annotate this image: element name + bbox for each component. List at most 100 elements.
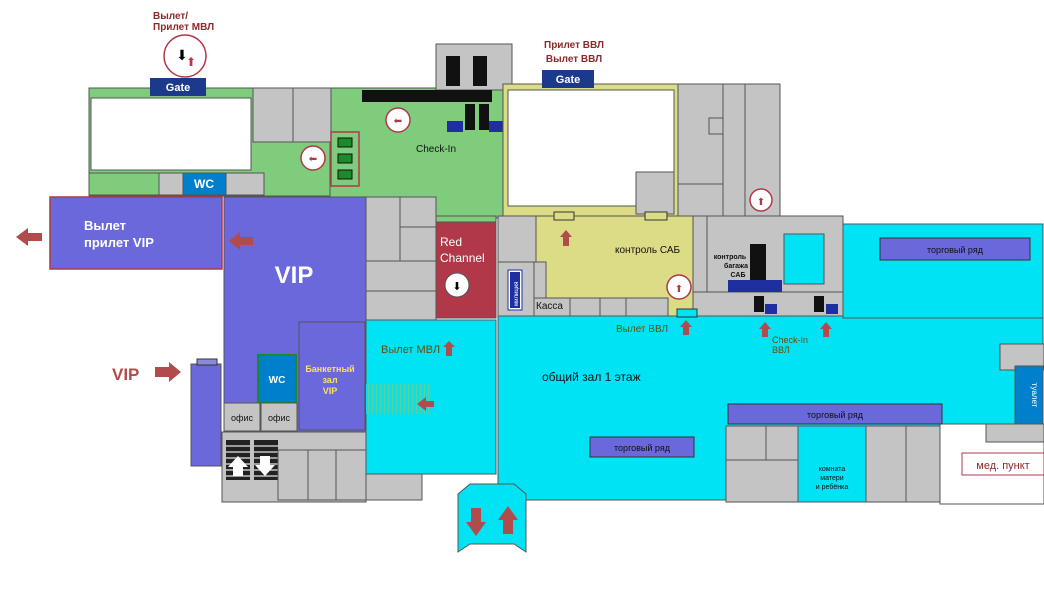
- label-baggage-3: САБ: [731, 272, 746, 279]
- gray-blocks-center: [365, 196, 497, 322]
- stairs-area: [221, 431, 423, 503]
- gate-right-label: Gate: [556, 74, 580, 86]
- svg-text:Вылет/: Вылет/: [153, 11, 188, 22]
- label-security-control: контроль САБ: [615, 245, 681, 256]
- label-kassa: Касса: [536, 301, 563, 312]
- wc-top[interactable]: WC: [182, 172, 227, 196]
- svg-text:Channel: Channel: [440, 251, 485, 265]
- svg-text:прилет VIP: прилет VIP: [84, 235, 154, 250]
- circle-icon-upper-right: ⬆: [749, 188, 773, 212]
- label-office-1: офис: [231, 413, 253, 423]
- svg-text:Прилет МВЛ: Прилет МВЛ: [153, 22, 214, 33]
- arrow-up-icon: [228, 456, 248, 476]
- label-domestic-1: Прилет ВВЛ: [544, 40, 604, 51]
- main-hall: [365, 223, 1044, 553]
- svg-text:зал: зал: [322, 375, 337, 385]
- label-domestic-2: Вылет ВВЛ: [546, 54, 602, 65]
- label-banquet-3: VIP: [323, 386, 338, 396]
- svg-text:контроль: контроль: [714, 254, 747, 261]
- label-vip-entrance: VIP: [112, 365, 139, 384]
- circle-icon-red-channel: ⬇: [444, 272, 470, 298]
- label-vip-depart-1: Вылет: [84, 218, 126, 233]
- label-mother-child-3: и ребёнка: [816, 483, 849, 491]
- svg-text:Вылет: Вылет: [84, 218, 126, 233]
- label-wc-vip: WC: [269, 375, 286, 386]
- green-zone: [88, 43, 513, 219]
- label-check-in-domestic-1: Check-In: [772, 335, 808, 345]
- label-vip-hall: VIP: [275, 262, 314, 289]
- label-intl-departure: Вылет МВЛ: [381, 344, 440, 356]
- label-baggage-2: багажа: [724, 262, 748, 270]
- svg-text:VIP: VIP: [323, 386, 338, 396]
- red-arrows: [16, 228, 832, 536]
- label-intl-depart-2: Прилет МВЛ: [153, 22, 214, 33]
- arrow-up-icon: [820, 322, 832, 337]
- security-zone: [497, 211, 844, 318]
- label-domestic-departure: Вылет ВВЛ: [616, 324, 668, 335]
- svg-text:Red: Red: [440, 235, 462, 249]
- label-shop-row-2: торговый ряд: [807, 410, 864, 420]
- map-labels: Вылет/ Прилет МВЛ Прилет ВВЛ Вылет ВВЛ C…: [84, 11, 1039, 491]
- svg-text:⬅: ⬅: [394, 116, 402, 127]
- circle-icon-checkin-1: ⬅: [385, 107, 411, 133]
- svg-text:Прилет ВВЛ: Прилет ВВЛ: [544, 40, 604, 51]
- svg-text:и ребёнка: и ребёнка: [816, 483, 849, 491]
- label-toilet: туалет: [1030, 383, 1039, 408]
- arrow-up-icon: [680, 320, 692, 335]
- arrow-up-icon: [560, 230, 572, 246]
- gate-left-label: Gate: [166, 82, 190, 94]
- arrow-up-icon: [443, 341, 455, 356]
- shop-rows: [589, 237, 1031, 458]
- label-red-channel-2: Channel: [440, 251, 485, 265]
- label-banquet-1: Банкетный: [305, 364, 354, 374]
- arrow-down-icon: [466, 508, 486, 536]
- vip-zone: [49, 196, 367, 467]
- svg-text:САБ: САБ: [731, 272, 746, 279]
- svg-text:Банкетный: Банкетный: [305, 364, 354, 374]
- label-main-hall: общий зал 1 этаж: [542, 370, 641, 384]
- circle-icon-gate-left: ⬇⬆: [163, 34, 207, 78]
- svg-text:комната: комната: [819, 466, 846, 473]
- label-red-channel-1: Red: [440, 235, 462, 249]
- arrow-left-icon: [16, 228, 42, 246]
- circle-icon-security: ⬆: [666, 274, 692, 300]
- svg-text:Check-In: Check-In: [772, 335, 808, 345]
- domestic-upper-area: [502, 83, 781, 217]
- svg-text:⬅: ⬅: [309, 154, 317, 165]
- svg-text:матери: матери: [820, 475, 843, 482]
- arrow-left-icon: [417, 397, 434, 411]
- label-intl-depart-1: Вылет/: [153, 11, 188, 22]
- svg-text:⬇: ⬇: [176, 47, 188, 63]
- label-medical-point: мед. пункт: [976, 460, 1029, 472]
- gate-right[interactable]: Gate: [542, 70, 594, 88]
- svg-text:⬆: ⬆: [675, 284, 683, 295]
- svg-text:⬆: ⬆: [186, 55, 196, 69]
- label-mother-child-1: комната: [819, 466, 846, 473]
- arrow-left-icon: [229, 232, 253, 250]
- svg-text:⬆: ⬆: [757, 197, 765, 208]
- label-check-in: Check-In: [416, 144, 456, 155]
- arrow-up-icon: [498, 506, 518, 534]
- label-check-in-domestic-2: ВВЛ: [772, 345, 790, 355]
- svg-text:ВВЛ: ВВЛ: [772, 345, 790, 355]
- gate-left[interactable]: Gate: [150, 78, 206, 96]
- red-channel-zone: [435, 221, 497, 319]
- arrow-down-icon: [255, 456, 275, 476]
- wc-top-label: WC: [194, 177, 214, 191]
- direction-circle-icons: ⬇⬆ ⬅ ⬅ ⬆ ⬇ ⬆: [163, 34, 773, 300]
- label-office-2: офис: [268, 413, 290, 423]
- label-shop-row-3: торговый ряд: [614, 443, 671, 453]
- label-vip-depart-2: прилет VIP: [84, 235, 154, 250]
- label-shop-row-1: торговый ряд: [927, 245, 984, 255]
- label-mother-child-2: матери: [820, 475, 843, 482]
- arrow-right-icon: [155, 362, 181, 382]
- svg-text:багажа: багажа: [724, 262, 748, 270]
- circle-icon-checkin-2: ⬅: [300, 145, 326, 171]
- check-in-counters: [330, 56, 505, 187]
- svg-text:Вылет ВВЛ: Вылет ВВЛ: [546, 54, 602, 65]
- svg-text:⬇: ⬇: [452, 281, 461, 293]
- arrow-up-icon: [759, 322, 771, 337]
- label-banquet-2: зал: [322, 375, 337, 385]
- label-police: милиция: [514, 282, 520, 306]
